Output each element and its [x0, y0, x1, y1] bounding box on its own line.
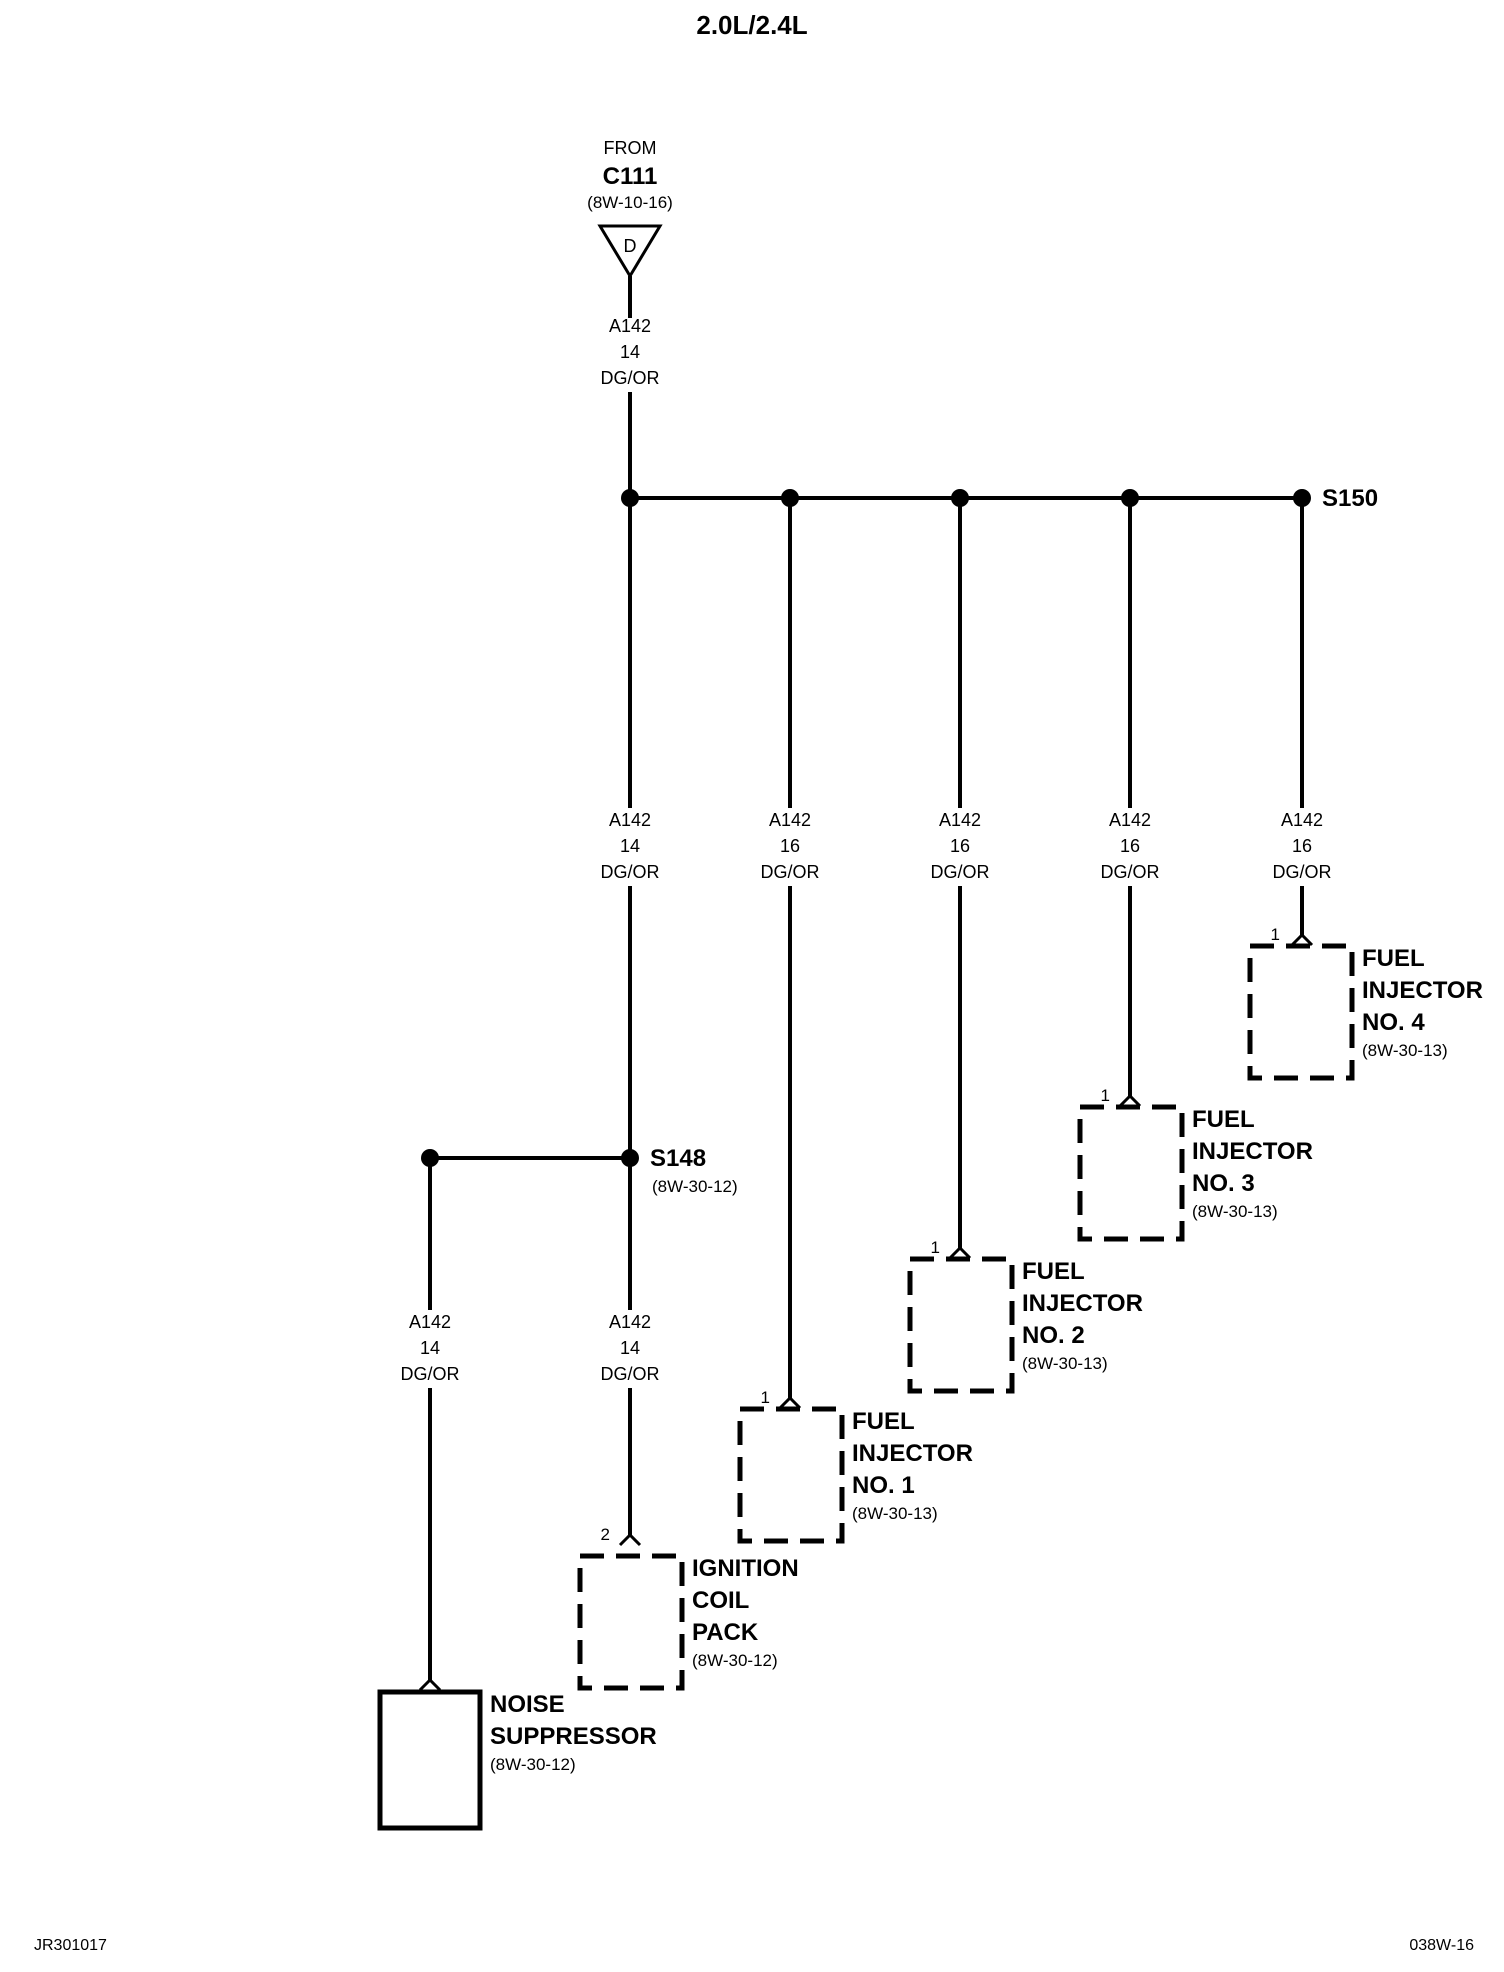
pin-terminal-icon [1118, 1093, 1142, 1108]
footer-right-code: 038W-16 [1409, 1937, 1474, 1954]
wire-inj3-circuit: A142 [1109, 810, 1151, 830]
wire-inj4-color: DG/OR [1272, 862, 1331, 882]
component-box [737, 1406, 845, 1544]
from-label: FROM [604, 138, 657, 158]
wire-inj2-gauge: 16 [950, 836, 970, 856]
connector-c111-triangle [597, 224, 663, 279]
fuel-injector-1: 1 FUEL INJECTOR NO. 1 (8W-30-13) [737, 1388, 973, 1544]
connector-c111-label: C111 [603, 163, 658, 190]
pin-terminal-icon [618, 1532, 642, 1547]
wire-inj3-gauge: 16 [1120, 836, 1140, 856]
wire-main-color: DG/OR [600, 862, 659, 882]
wire-label-inj3: A142 16 DG/OR [1100, 810, 1159, 882]
component-label-line: INJECTOR [1192, 1138, 1313, 1165]
pin-terminal-icon [778, 1395, 802, 1410]
wire-noise-color: DG/OR [400, 1364, 459, 1384]
component-ref: (8W-30-12) [490, 1755, 576, 1774]
footer-left-code: JR301017 [34, 1937, 107, 1954]
wire-noise-gauge: 14 [420, 1338, 440, 1358]
pin-number: 1 [931, 1238, 940, 1257]
component-ref: (8W-30-13) [1022, 1354, 1108, 1373]
wire-label-noise: A142 14 DG/OR [400, 1312, 459, 1384]
wire-coil-gauge: 14 [620, 1338, 640, 1358]
component-ref: (8W-30-12) [692, 1651, 778, 1670]
pin-terminal-icon [948, 1245, 972, 1260]
ignition-coil-pack: 2 IGNITION COIL PACK (8W-30-12) [577, 1525, 799, 1691]
pin-number: 1 [1101, 1086, 1110, 1105]
wire-label-inj2: A142 16 DG/OR [930, 810, 989, 882]
wire-inj3-color: DG/OR [1100, 862, 1159, 882]
wire-label-coil: A142 14 DG/OR [600, 1312, 659, 1384]
component-box [577, 1553, 685, 1691]
component-ref: (8W-30-13) [1192, 1202, 1278, 1221]
component-label-line: NO. 4 [1362, 1009, 1425, 1036]
component-label-line: IGNITION [692, 1555, 799, 1582]
fuel-injector-2: 1 FUEL INJECTOR NO. 2 (8W-30-13) [907, 1238, 1143, 1394]
wire-inj1-circuit: A142 [769, 810, 811, 830]
component-label-line: PACK [692, 1619, 759, 1646]
component-box [1077, 1104, 1185, 1242]
component-ref: (8W-30-13) [1362, 1041, 1448, 1060]
wire-noise-circuit: A142 [409, 1312, 451, 1332]
wire-label-top: A142 14 DG/OR [600, 316, 659, 388]
component-label-line: FUEL [1192, 1106, 1255, 1133]
wire-inj4-circuit: A142 [1281, 810, 1323, 830]
fuel-injector-4: 1 FUEL INJECTOR NO. 4 (8W-30-13) [1247, 925, 1483, 1081]
component-label-line: SUPPRESSOR [490, 1723, 657, 1750]
pin-number: 2 [601, 1525, 610, 1544]
wire-label-main: A142 14 DG/OR [600, 810, 659, 882]
wire-top-gauge: 14 [620, 342, 640, 362]
connector-c111-ref: (8W-10-16) [587, 193, 673, 212]
wire-top-color: DG/OR [600, 368, 659, 388]
wire-inj1-gauge: 16 [780, 836, 800, 856]
component-label-line: INJECTOR [1022, 1290, 1143, 1317]
pin-terminal-icon [1290, 932, 1314, 947]
component-label-line: NO. 3 [1192, 1170, 1255, 1197]
component-box [907, 1256, 1015, 1394]
component-label-line: FUEL [1362, 945, 1425, 972]
wire-inj4-gauge: 16 [1292, 836, 1312, 856]
splice-s148-label: S148 [650, 1145, 706, 1172]
component-label-line: FUEL [852, 1408, 915, 1435]
component-label-line: NOISE [490, 1691, 565, 1718]
wire-main-circuit: A142 [609, 810, 651, 830]
wire-label-inj4: A142 16 DG/OR [1272, 810, 1331, 882]
component-label-line: FUEL [1022, 1258, 1085, 1285]
connector-pin-letter: D [624, 236, 637, 256]
component-box [377, 1689, 483, 1831]
wire-coil-color: DG/OR [600, 1364, 659, 1384]
component-box [1247, 943, 1355, 1081]
wire-coil-circuit: A142 [609, 1312, 651, 1332]
wire-inj1-color: DG/OR [760, 862, 819, 882]
pin-number: 1 [761, 1388, 770, 1407]
pin-terminal-icon [418, 1677, 442, 1692]
component-label-line: COIL [692, 1587, 749, 1614]
wire-label-inj1: A142 16 DG/OR [760, 810, 819, 882]
component-label-line: NO. 1 [852, 1472, 915, 1499]
wire-top-circuit: A142 [609, 316, 651, 336]
diagram-title: 2.0L/2.4L [696, 10, 807, 40]
splice-s148-ref: (8W-30-12) [652, 1177, 738, 1196]
noise-suppressor: NOISE SUPPRESSOR (8W-30-12) [377, 1677, 657, 1831]
wire-inj2-color: DG/OR [930, 862, 989, 882]
component-ref: (8W-30-13) [852, 1504, 938, 1523]
component-label-line: NO. 2 [1022, 1322, 1085, 1349]
fuel-injector-3: 1 FUEL INJECTOR NO. 3 (8W-30-13) [1077, 1086, 1313, 1242]
component-label-line: INJECTOR [852, 1440, 973, 1467]
splice-s150-label: S150 [1322, 485, 1378, 512]
pin-number: 1 [1271, 925, 1280, 944]
wire-inj2-circuit: A142 [939, 810, 981, 830]
wire-main-gauge: 14 [620, 836, 640, 856]
component-label-line: INJECTOR [1362, 977, 1483, 1004]
